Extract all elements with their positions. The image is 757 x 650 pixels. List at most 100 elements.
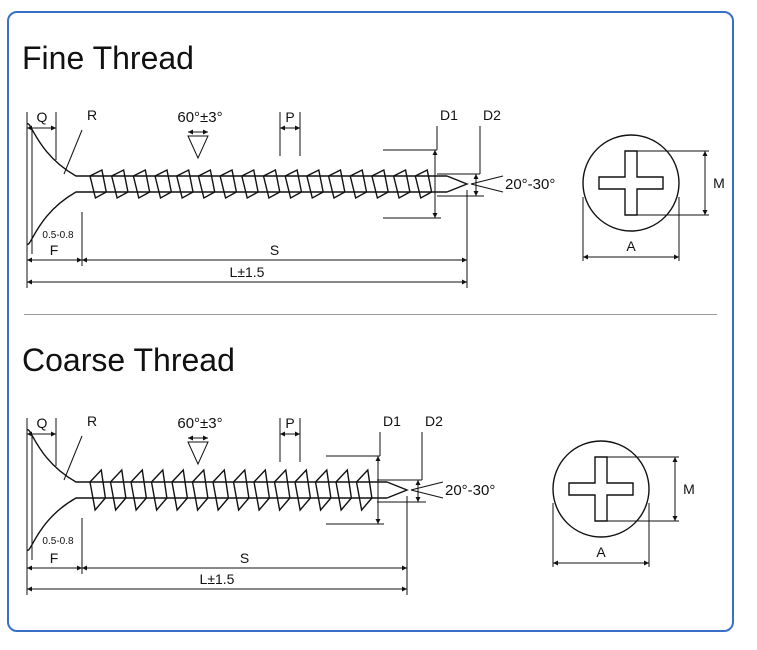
thread-crest	[335, 468, 353, 512]
thread-crest	[132, 168, 151, 200]
thread-crest	[219, 168, 238, 200]
f-label: F	[50, 550, 59, 566]
p-dimension-arrow-right	[295, 125, 300, 131]
q-label: Q	[37, 109, 48, 125]
phillips-cross-recess	[598, 150, 664, 216]
q-dimension-arrow-right	[51, 125, 56, 131]
head-top-view-circle	[582, 134, 680, 232]
thread-crest	[314, 468, 332, 512]
q-dimension-arrow-left	[27, 125, 32, 131]
p-dimension-arrow-left	[280, 431, 285, 437]
q-dimension-arrow-right	[51, 431, 56, 437]
thread-crest	[150, 468, 168, 512]
tip-angle-upper	[410, 481, 444, 491]
phillips-cross-recess	[568, 456, 634, 522]
thread-angle-label: 60°±3°	[177, 415, 222, 432]
f-dimension-arrow-left	[27, 565, 32, 571]
thread-crest	[232, 468, 250, 512]
r-label: R	[87, 107, 97, 123]
fine-thread-title: Fine Thread	[22, 40, 194, 76]
head-top-view-circle	[552, 440, 650, 538]
thread-crest	[392, 168, 411, 200]
thread-crest	[273, 468, 291, 512]
f-dimension-arrow-right	[77, 565, 82, 571]
f-label: F	[50, 242, 59, 258]
m-dimension-arrow-bottom	[702, 210, 708, 215]
thread-angle-span-arrow-right	[203, 129, 208, 135]
thread-angle-marker	[187, 441, 209, 466]
a-label: A	[596, 544, 606, 560]
l-label: L±1.5	[200, 571, 235, 587]
s-dimension-arrow-left	[82, 565, 87, 571]
m-dimension-arrow-bottom	[672, 516, 678, 521]
d1-dimension-arrow-bottom	[432, 213, 438, 218]
thread-crest	[284, 168, 303, 200]
thread-crest	[240, 168, 259, 200]
thread-crest	[371, 168, 389, 200]
m-label: M	[683, 481, 695, 497]
l-label: L±1.5	[230, 264, 265, 280]
thread-crest	[294, 468, 312, 512]
a-dimension-arrow-left	[583, 254, 588, 260]
d1-dimension-arrow-bottom	[375, 519, 381, 524]
m-dimension-arrow-top	[702, 151, 708, 156]
thread-crest	[253, 468, 271, 512]
r-label: R	[87, 413, 97, 429]
p-label: P	[285, 415, 294, 431]
thread-crest	[197, 168, 216, 200]
a-label: A	[626, 238, 636, 254]
thread-angle-span-arrow-right	[203, 435, 208, 441]
tip-angle-upper	[470, 175, 504, 185]
a-dimension-arrow-right	[674, 254, 679, 260]
thread-crest	[89, 468, 107, 512]
thread-crest	[262, 168, 281, 200]
a-dimension-arrow-left	[553, 560, 558, 566]
d2-dimension-arrow-top	[473, 174, 479, 179]
tip-angle-label: 20°-30°	[445, 482, 495, 499]
thread-crest	[175, 168, 194, 200]
head-thickness-label: 0.5-0.8	[42, 230, 74, 241]
thread-crest	[191, 468, 209, 512]
thread-crest	[327, 168, 346, 200]
l-dimension-arrow-right	[462, 279, 467, 285]
d2-label: D2	[483, 107, 501, 123]
s-dimension-arrow-left	[82, 257, 87, 263]
m-label: M	[713, 175, 725, 191]
tip-angle-lower	[410, 489, 444, 499]
screw-tip	[386, 481, 409, 499]
s-label: S	[270, 242, 279, 258]
diagram-card	[7, 11, 734, 632]
a-dimension-arrow-right	[644, 560, 649, 566]
d2-dimension-arrow-top	[415, 480, 421, 485]
section-divider	[24, 314, 717, 315]
tip-angle-label: 20°-30°	[505, 176, 555, 193]
l-dimension-arrow-left	[27, 586, 32, 592]
coarse-thread-title: Coarse Thread	[22, 342, 235, 378]
d1-dimension-arrow-top	[432, 150, 438, 155]
screw-head-top-outline	[26, 429, 387, 483]
thread-angle-marker	[187, 135, 209, 160]
r-leader	[63, 129, 83, 175]
thread-crest	[349, 168, 368, 200]
thread-crest	[414, 168, 433, 200]
thread-angle-span-arrow-left	[188, 129, 193, 135]
s-label: S	[240, 550, 249, 566]
q-label: Q	[37, 415, 48, 431]
d1-label: D1	[383, 413, 401, 429]
d1-label: D1	[440, 107, 458, 123]
thread-crest	[154, 168, 173, 200]
d1-dimension-arrow-top	[375, 456, 381, 461]
f-dimension-arrow-left	[27, 257, 32, 263]
p-label: P	[285, 109, 294, 125]
screw-head-bottom-outline	[26, 191, 447, 245]
s-dimension-arrow-right	[402, 565, 407, 571]
d2-dimension-arrow-bottom	[473, 191, 479, 196]
screw-tip	[446, 175, 469, 193]
thread-crest	[110, 168, 129, 200]
m-dimension-arrow-top	[672, 457, 678, 462]
r-leader	[63, 435, 83, 481]
p-dimension-arrow-right	[295, 431, 300, 437]
tip-angle-lower	[470, 183, 504, 193]
